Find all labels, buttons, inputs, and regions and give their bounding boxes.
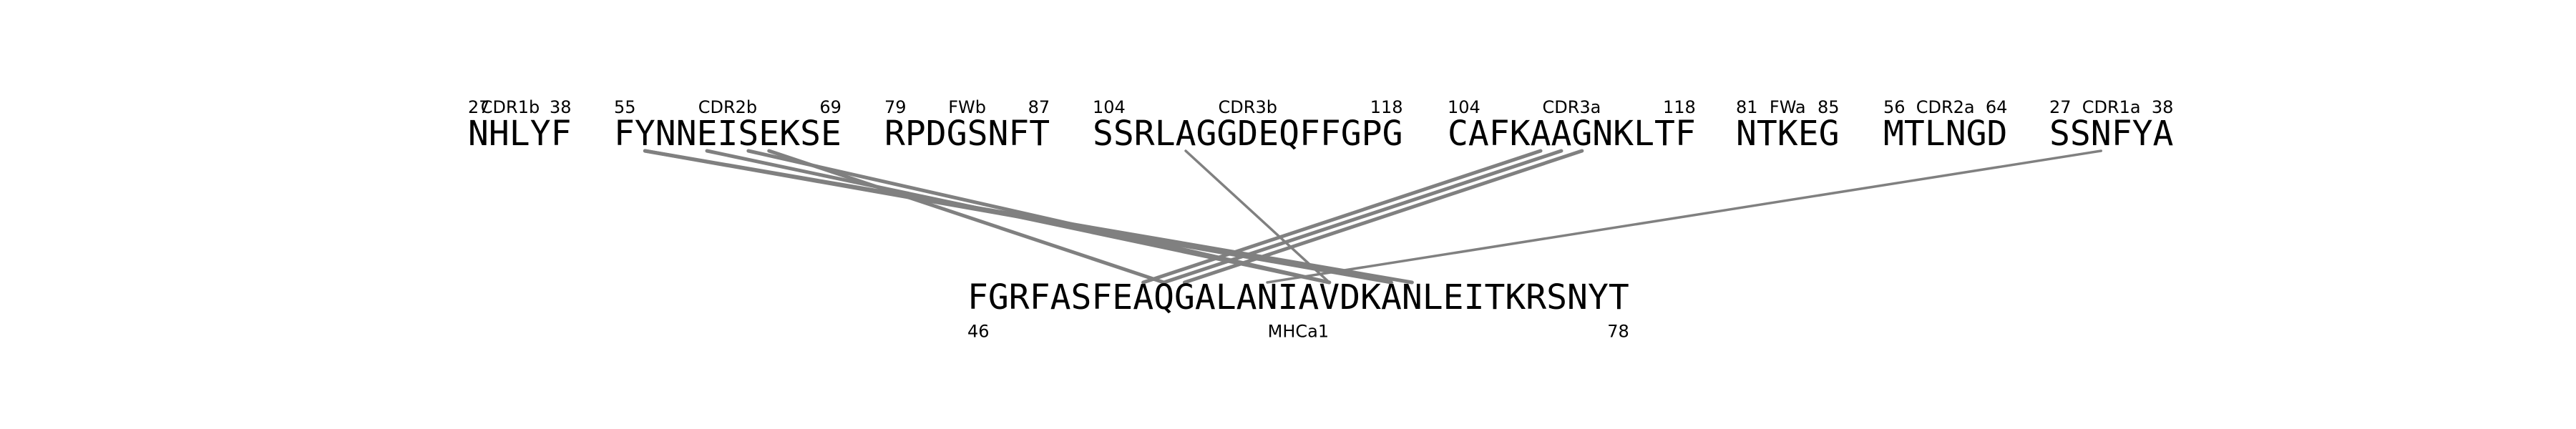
start-number-cdr2b: 55	[614, 97, 636, 117]
region-name-cdr3a: CDR3a	[1542, 97, 1601, 117]
end-number-cdr3b: 118	[1370, 97, 1403, 117]
segment-mhca1: FGRFASFEAQGALANIAVDKANLEITKRSNYT 46 78 MHCa…	[967, 277, 1629, 342]
start-number-cdr3b: 104	[1093, 97, 1126, 117]
contact-link	[1266, 149, 2102, 284]
end-number-cdr1b: 38	[550, 97, 572, 117]
sequence-mhca1: FGRFASFEAQGALANIAVDKANLEITKRSNYT	[967, 277, 1629, 317]
bottom-sequence-row: FGRFASFEAQGALANIAVDKANLEITKRSNYT 46 78 MHCa…	[967, 277, 1629, 342]
end-number-mhca1: 78	[1607, 322, 1629, 342]
sequence-fwa: NTKEG	[1736, 114, 1840, 154]
end-number-cdr2b: 69	[819, 97, 841, 117]
contact-link	[1141, 149, 1543, 285]
start-number-cdr3a: 104	[1448, 97, 1480, 117]
sequence-cdr3b: SSRLAGGDEQFFGPG	[1093, 114, 1402, 154]
region-name-cdr1b: CDR1b	[481, 97, 540, 117]
contact-link	[1182, 149, 1584, 285]
start-number-cdr1a: 27	[2049, 97, 2072, 117]
region-name-mhca1: MHCa1	[1268, 322, 1330, 342]
contact-link	[1184, 149, 1331, 284]
region-name-cdr1a: CDR1a	[2082, 97, 2141, 117]
region-name-fwb: FWb	[948, 97, 986, 117]
end-number-cdr3a: 118	[1663, 97, 1696, 117]
contact-links	[643, 149, 2102, 285]
end-number-fwb: 87	[1028, 97, 1050, 117]
contact-link	[643, 149, 1414, 285]
sequence-cdr3a: CAFKAAGNKLTF	[1448, 114, 1696, 154]
end-number-fwa: 85	[1818, 97, 1840, 117]
sequence-cdr1a: SSNFYA	[2049, 114, 2173, 154]
start-number-mhca1: 46	[967, 322, 990, 342]
contact-link	[1162, 149, 1563, 285]
sequence-cdr1b: NHLYF	[468, 114, 572, 154]
start-number-fwb: 79	[884, 97, 907, 117]
end-number-cdr2a: 64	[1986, 97, 2008, 117]
region-name-cdr2a: CDR2a	[1916, 97, 1975, 117]
sequence-fwb: RPDGSNFT	[884, 114, 1050, 154]
start-number-fwa: 81	[1736, 97, 1758, 117]
sequence-cdr2a: MTLNGD	[1883, 114, 2007, 154]
sequence-cdr2b: FYNNEISEKSE	[614, 114, 841, 154]
end-number-cdr1a: 38	[2152, 97, 2174, 117]
contact-link	[767, 149, 1166, 285]
start-number-cdr2a: 56	[1883, 97, 1906, 117]
start-number-cdr1b: 27	[468, 97, 490, 117]
region-name-fwa: FWa	[1770, 97, 1806, 117]
region-name-cdr2b: CDR2b	[698, 97, 757, 117]
region-name-cdr3b: CDR3b	[1219, 97, 1277, 117]
